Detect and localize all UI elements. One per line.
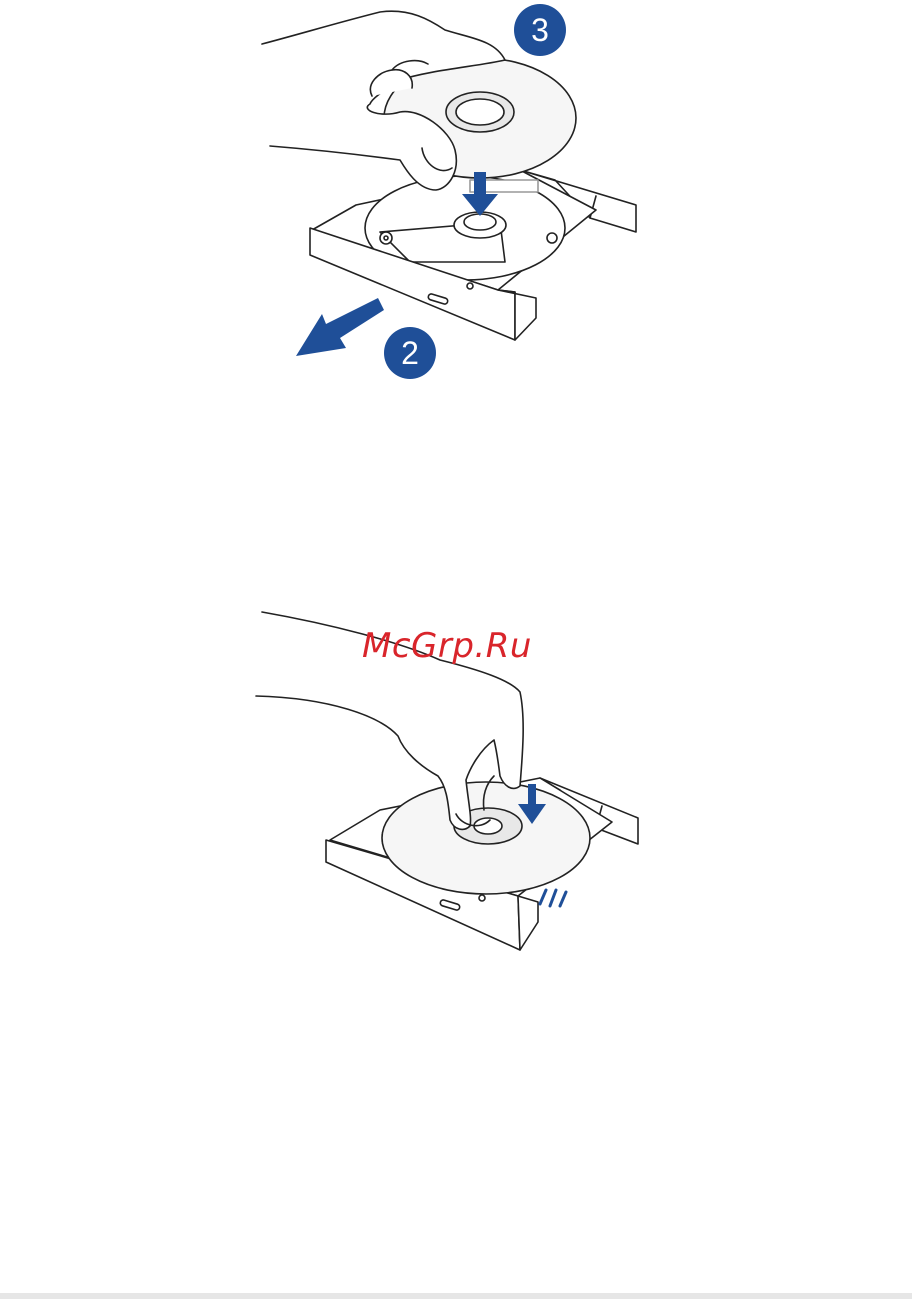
illustration-insert-disc: 3 2 bbox=[0, 0, 912, 390]
optical-disc bbox=[382, 782, 590, 894]
step-badge-2: 2 bbox=[384, 327, 436, 379]
insert-disc-drawing bbox=[0, 0, 912, 390]
arrow-pull-icon bbox=[296, 298, 384, 356]
page-footer-rule bbox=[0, 1293, 912, 1299]
snap-marks-icon bbox=[540, 890, 566, 906]
step-badge-3: 3 bbox=[514, 4, 566, 56]
watermark-text: McGrp.Ru bbox=[362, 626, 532, 666]
